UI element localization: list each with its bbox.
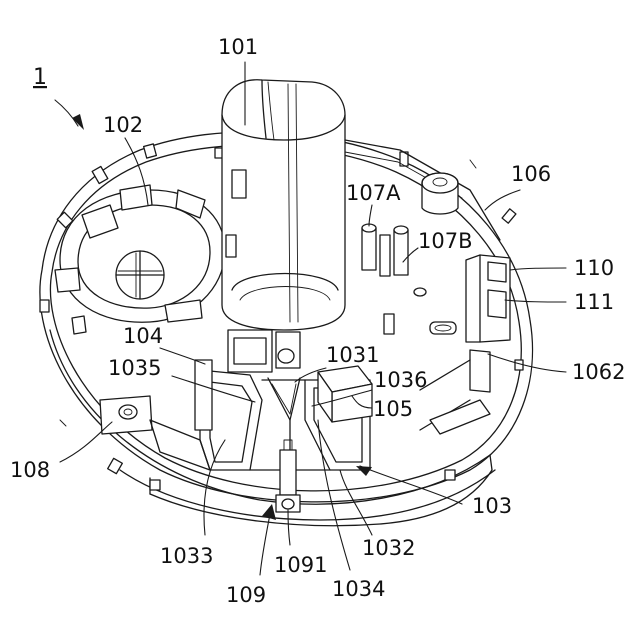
label-110: 110 [574,256,614,280]
label-103: 103 [472,494,512,518]
battery-cylinder [222,80,345,330]
label-107a: 107A [346,181,401,205]
arrow-1-icon [72,114,84,130]
label-111: 111 [574,290,614,314]
label-1031: 1031 [326,343,379,367]
label-107b: 107B [418,229,473,253]
label-1: 1 [33,65,47,90]
label-106: 106 [511,162,551,186]
label-1033: 1033 [160,544,213,568]
arrow-109-icon [262,504,276,520]
label-1091: 1091 [274,553,327,577]
label-1032: 1032 [362,536,415,560]
label-1035: 1035 [108,356,161,380]
label-1036: 1036 [374,368,427,392]
label-109: 109 [226,583,266,607]
label-101: 101 [218,35,258,59]
label-105: 105 [373,397,413,421]
label-102: 102 [103,113,143,137]
arrow-103-icon [356,466,372,476]
label-1034: 1034 [332,577,385,601]
label-108: 108 [10,458,50,482]
label-1062: 1062 [572,360,625,384]
label-104: 104 [123,324,163,348]
